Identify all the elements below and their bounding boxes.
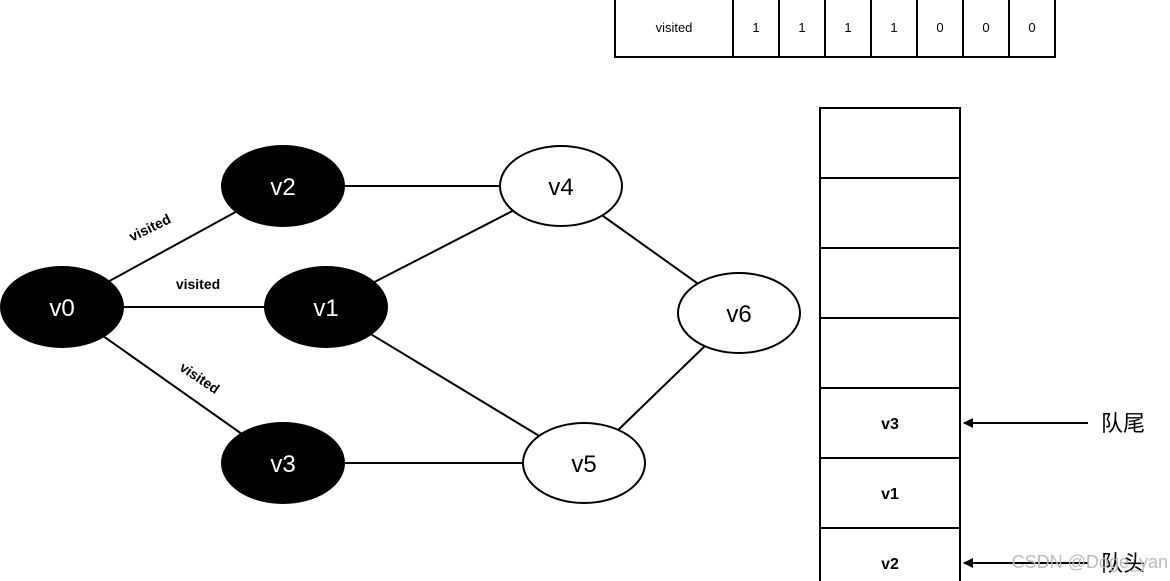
node-v4: v4 <box>499 145 623 227</box>
visited-table-value: 1 <box>844 20 851 35</box>
node-shape-v2 <box>221 145 345 227</box>
node-shape-v6 <box>677 272 801 354</box>
visited-table-cell <box>824 0 872 58</box>
queue-slot <box>819 177 961 249</box>
visited-table: visited 1 1 1 1 0 0 0 <box>614 0 1056 58</box>
visited-table-value: 0 <box>1028 20 1035 35</box>
queue-slot <box>819 317 961 389</box>
edge-label-v0-v2: visited <box>126 211 173 245</box>
visited-table-cell <box>870 0 918 58</box>
node-v6: v6 <box>677 272 801 354</box>
queue-slot <box>819 457 961 529</box>
node-v2: v2 <box>221 145 345 227</box>
node-v3: v3 <box>221 422 345 504</box>
node-shape-v4 <box>499 145 623 227</box>
queue-slot <box>819 387 961 459</box>
visited-table-label-cell <box>614 0 734 58</box>
queue-head-label: 队头 <box>1101 552 1145 577</box>
queue-slot <box>819 107 961 179</box>
queue-item: v1 <box>881 486 899 503</box>
queue-slot <box>819 527 961 581</box>
visited-table-cell <box>1008 0 1056 58</box>
node-shape-v0 <box>0 266 124 348</box>
queue-item: v2 <box>881 556 899 573</box>
node-v1: v1 <box>264 266 388 348</box>
node-v5: v5 <box>522 422 646 504</box>
watermark: CSDN @Doge_yan <box>1012 552 1168 573</box>
edge-label-v0-v3: visited <box>177 359 223 397</box>
node-label-v4: v4 <box>548 174 573 201</box>
visited-table-value: 1 <box>890 20 897 35</box>
node-label-v0: v0 <box>49 295 74 322</box>
visited-table-value: 1 <box>752 20 759 35</box>
visited-table-cell <box>962 0 1010 58</box>
graph-edges: visited visited visited <box>61 185 740 464</box>
visited-table-cell <box>732 0 780 58</box>
queue-item: v3 <box>881 416 899 433</box>
node-shape-v1 <box>264 266 388 348</box>
visited-table-value: 1 <box>798 20 805 35</box>
visited-table-value: 0 <box>982 20 989 35</box>
node-label-v5: v5 <box>571 451 596 478</box>
edge-label-v0-v1: visited <box>176 276 220 292</box>
queue-tail-label: 队尾 <box>1101 412 1145 437</box>
graph-nodes: v0 v1 v2 v3 v4 v5 v6 <box>0 145 801 504</box>
visited-table-cell <box>778 0 826 58</box>
node-label-v3: v3 <box>270 451 295 478</box>
node-label-v2: v2 <box>270 174 295 201</box>
node-label-v1: v1 <box>313 295 338 322</box>
node-shape-v5 <box>522 422 646 504</box>
visited-table-value: 0 <box>936 20 943 35</box>
node-v0: v0 <box>0 266 124 348</box>
node-shape-v3 <box>221 422 345 504</box>
node-label-v6: v6 <box>726 301 751 328</box>
queue-slot <box>819 247 961 319</box>
visited-table-label: visited <box>656 20 693 35</box>
